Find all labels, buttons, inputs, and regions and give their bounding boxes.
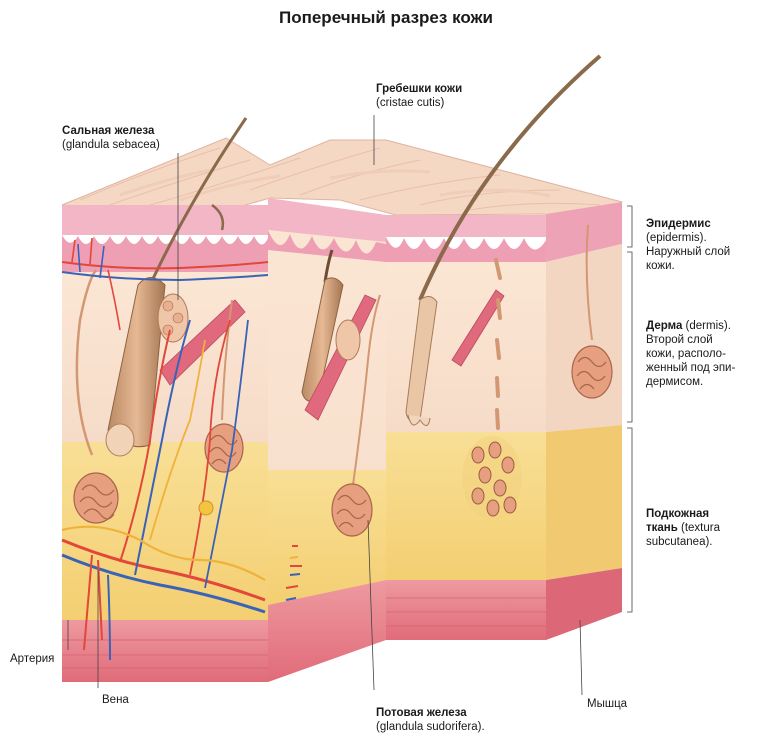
label-epidermis: Эпидермис (epidermis). Наружный слой кож… <box>646 217 730 273</box>
label-sweat-gland: Потовая железа (glandula sudorifera). <box>376 706 485 734</box>
label-skin-ridges: Гребешки кожи (cristae cutis) <box>376 82 462 110</box>
label-muscle: Мышца <box>587 697 627 711</box>
sweat-gland-cross-section <box>462 436 522 520</box>
label-vein: Вена <box>102 693 129 707</box>
label-artery: Артерия <box>10 652 54 666</box>
label-subcutaneous-tissue: Подкожная ткань (textura subcutanea). <box>646 507 720 549</box>
label-sebaceous-gland: Сальная железа (glandula sebacea) <box>62 124 160 152</box>
label-dermis: Дерма (dermis). Второй слой кожи, распол… <box>646 319 735 389</box>
